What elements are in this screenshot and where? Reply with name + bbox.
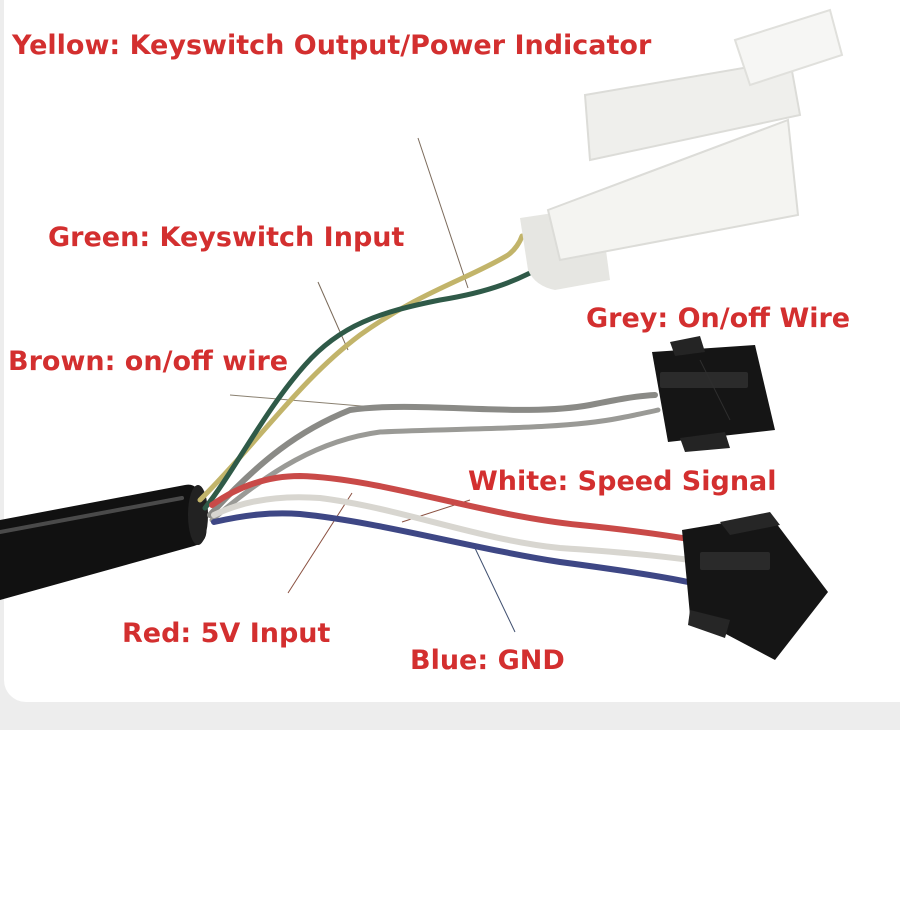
leader-line-green	[317, 281, 349, 351]
leader-line-red	[287, 492, 353, 594]
wire-green	[202, 259, 553, 511]
wire-white	[211, 494, 693, 563]
wire-blue	[211, 510, 691, 585]
label-white: White: Speed Signal	[468, 466, 777, 497]
label-brown: Brown: on/off wire	[8, 346, 289, 377]
black-connector-power	[682, 512, 828, 660]
label-green: Green: Keyswitch Input	[48, 222, 405, 253]
cable-jacket	[0, 484, 208, 600]
leader-line-yellow	[417, 137, 469, 289]
label-grey: Grey: On/off Wire	[586, 303, 851, 334]
white-connector	[520, 8, 844, 290]
label-red: Red: 5V Input	[122, 618, 331, 649]
label-blue: Blue: GND	[410, 645, 565, 676]
wire-red	[209, 472, 698, 543]
wire-grey-lower	[209, 407, 661, 523]
leader-line-brown	[229, 394, 386, 409]
label-yellow: Yellow: Keyswitch Output/Power Indicator	[12, 30, 652, 61]
black-connector-grey	[652, 336, 775, 452]
leader-line-blue	[473, 545, 516, 633]
wire-grey-upper	[207, 392, 658, 518]
